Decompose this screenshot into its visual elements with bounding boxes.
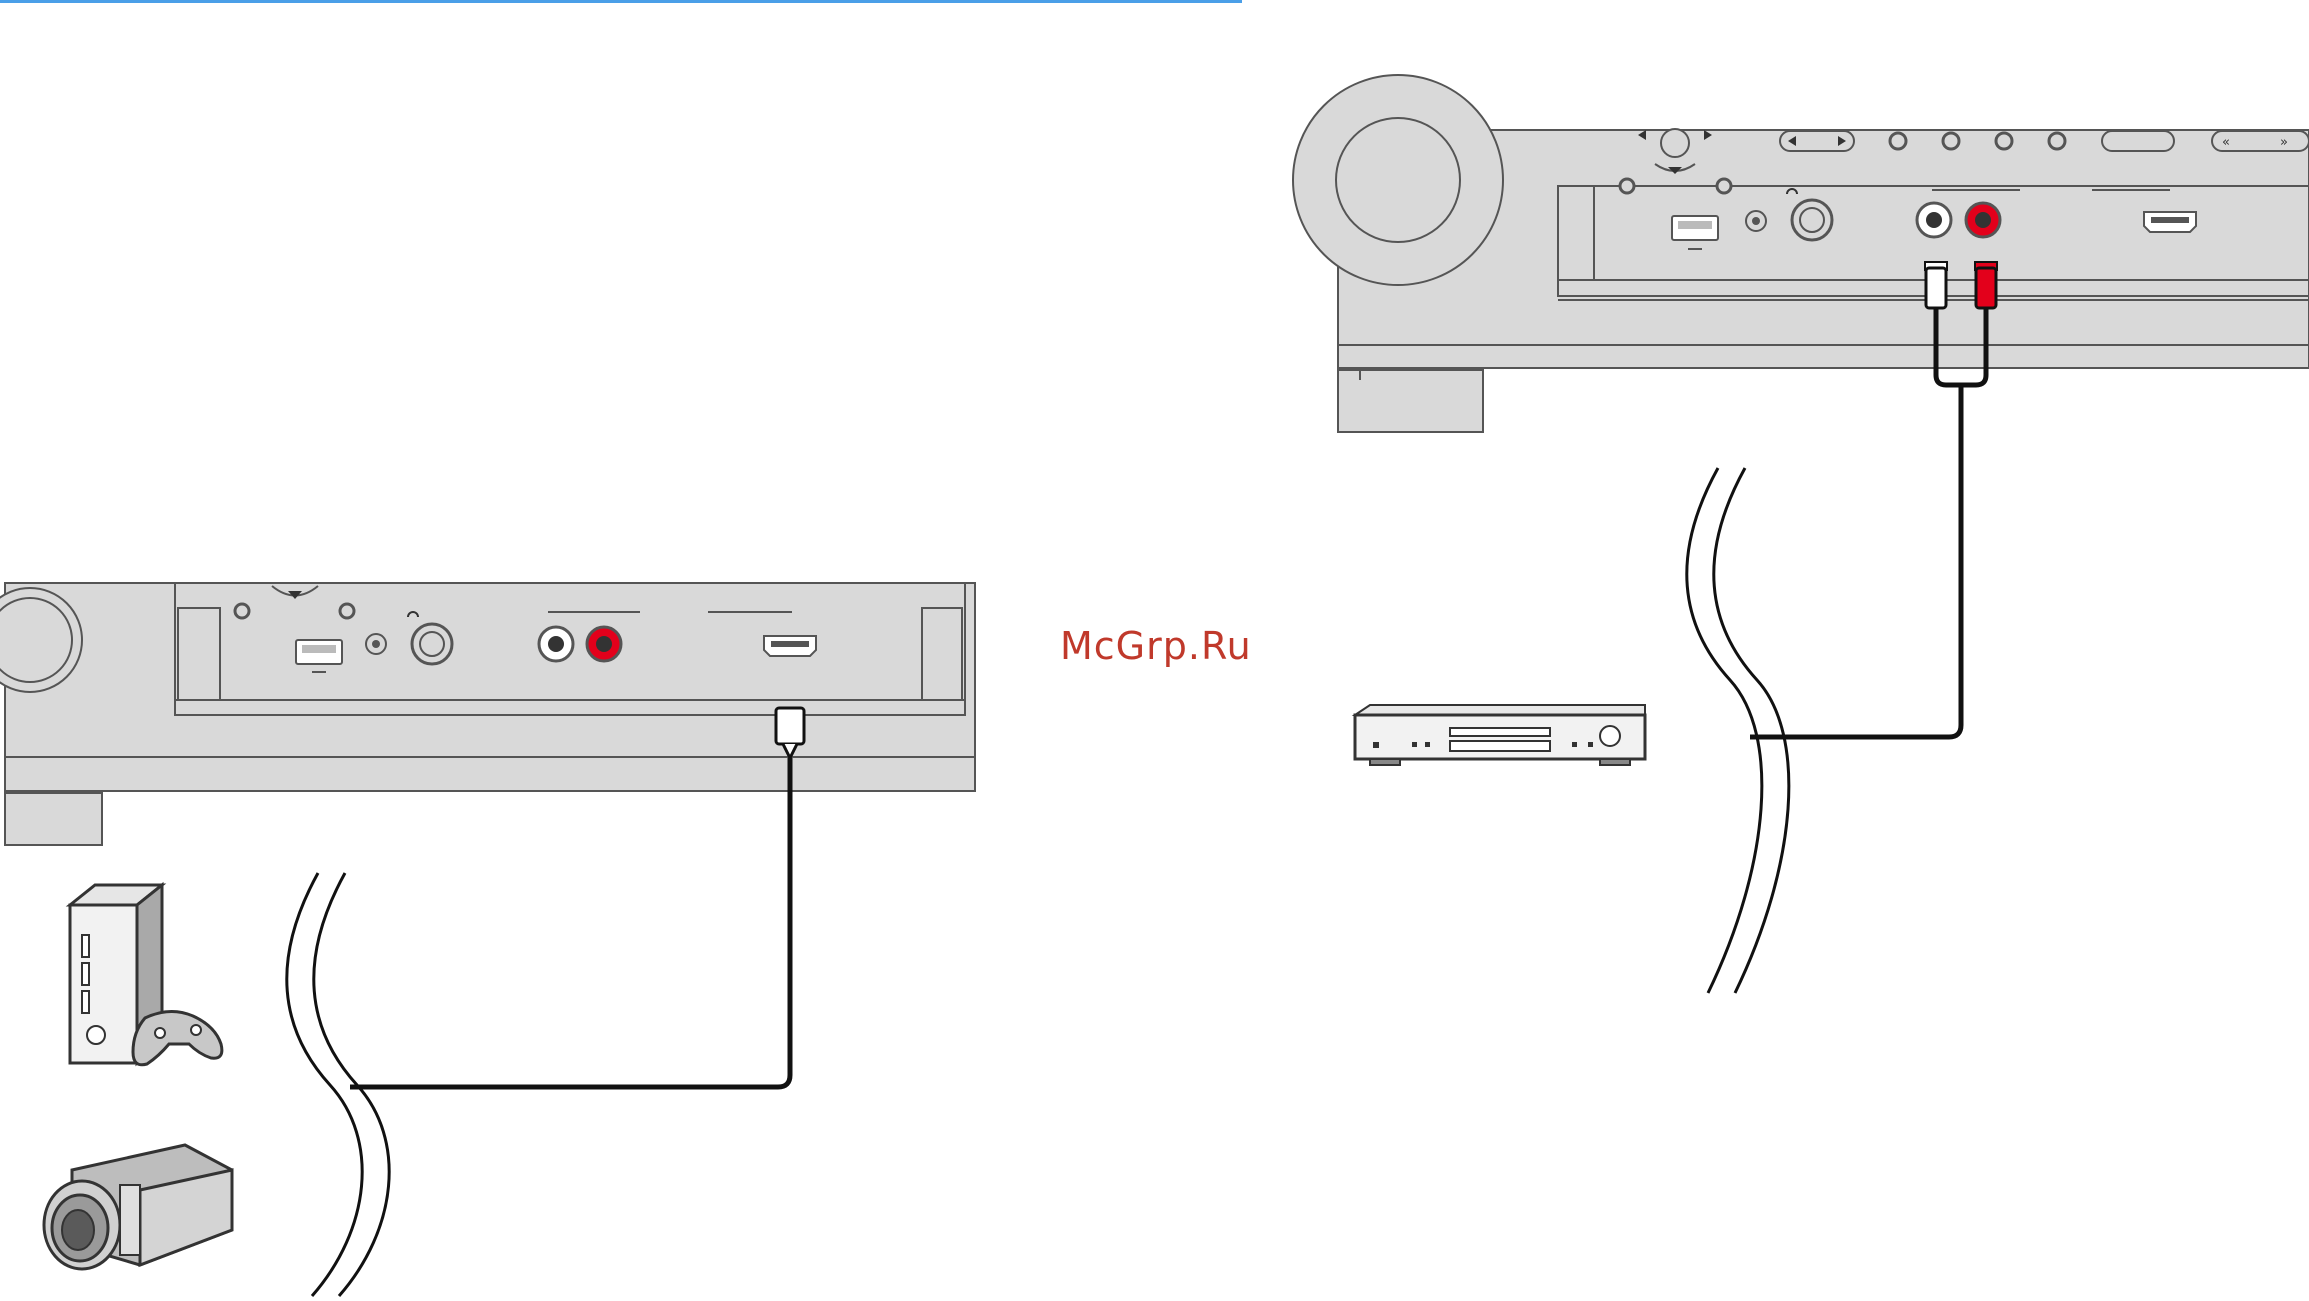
right-receiver-panel: « » [1293, 75, 2309, 432]
camcorder-icon [44, 1145, 232, 1269]
gamepad-icon [133, 1011, 222, 1064]
game-console-icon [70, 885, 222, 1065]
cursor-pad-icon [1661, 129, 1689, 157]
svg-text:»: » [2280, 135, 2288, 150]
cd-player-icon [1355, 705, 1645, 765]
svg-text:«: « [2222, 135, 2230, 150]
rca-plug-white-icon [1926, 268, 1946, 308]
rca-plug-red-icon [1976, 268, 1996, 308]
cable-break-icon [1687, 468, 1789, 993]
left-receiver-panel [0, 583, 975, 845]
watermark-text: McGrp.Ru [1060, 624, 1252, 668]
hdmi-plug-icon [776, 708, 804, 744]
